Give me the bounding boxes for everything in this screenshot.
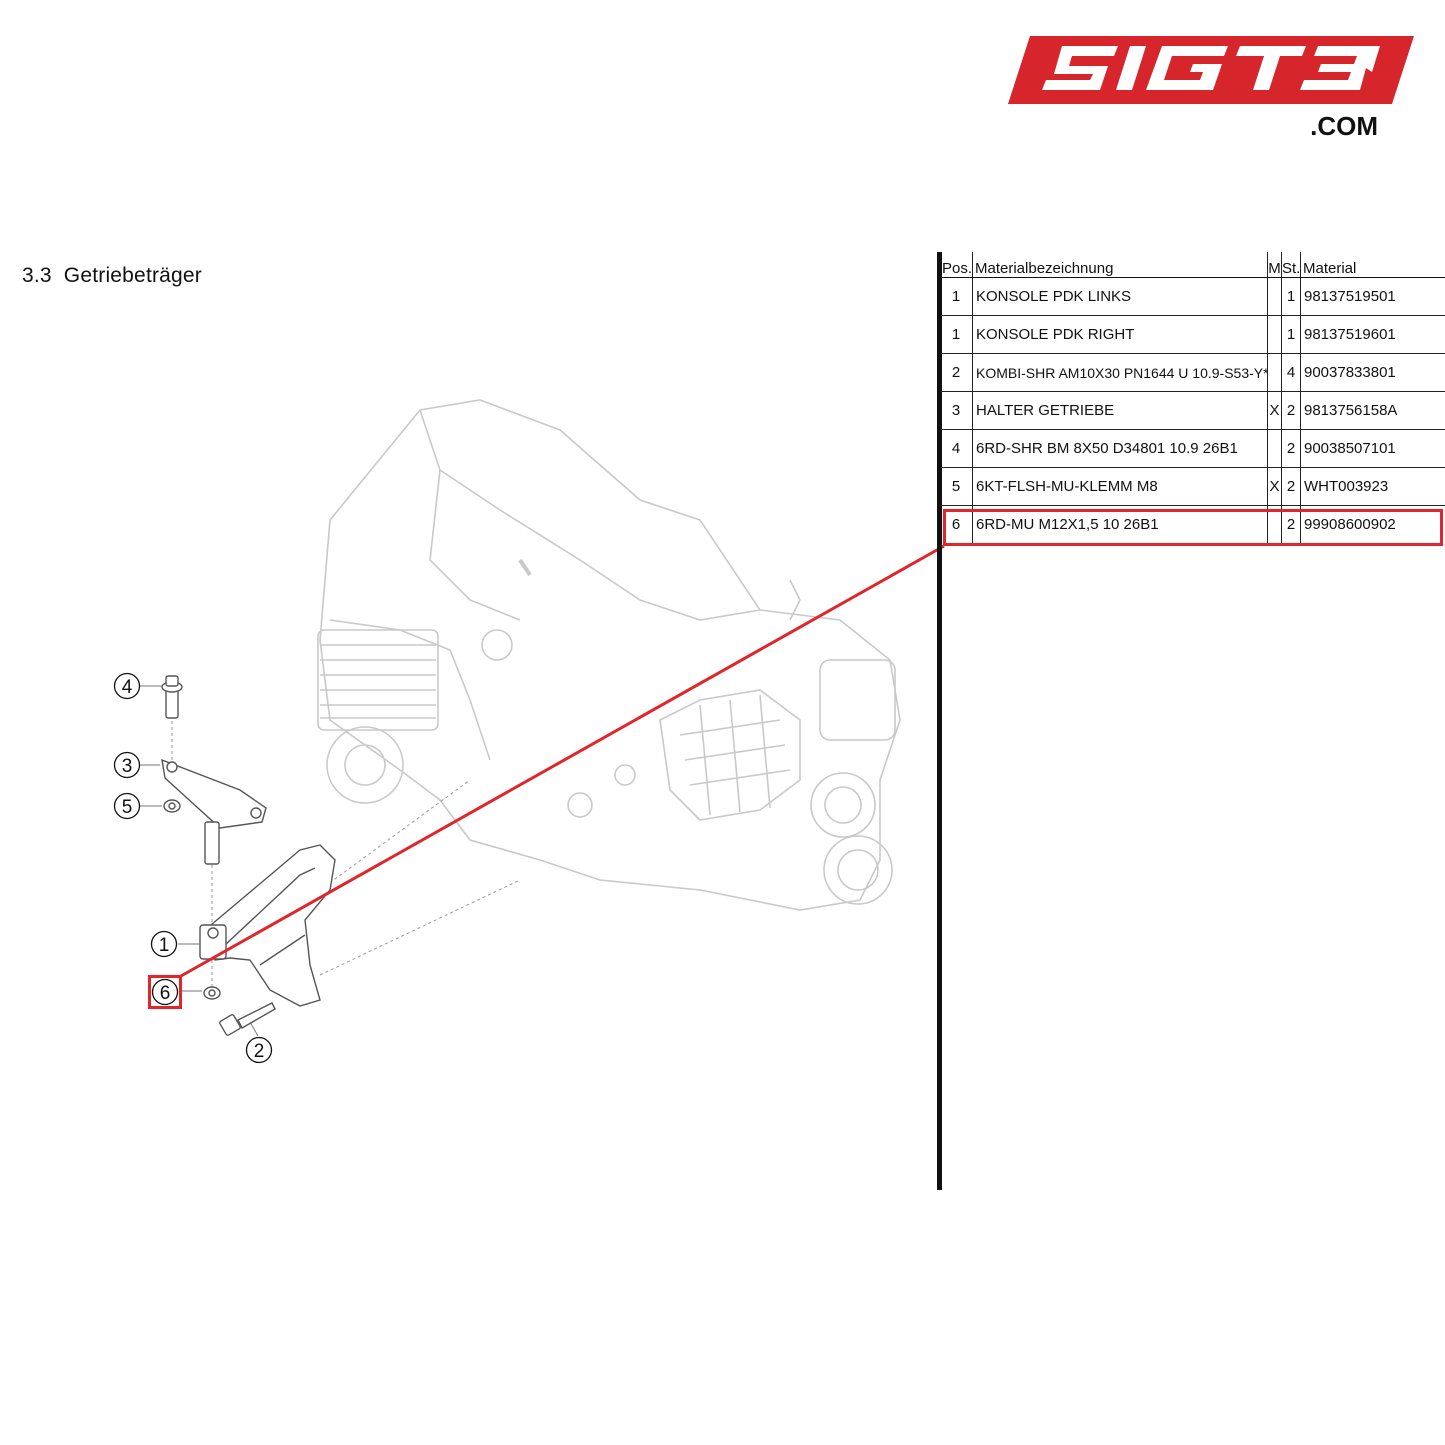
table-row: 3 HALTER GETRIEBE X 2 9813756158A (940, 391, 1445, 430)
cell-name: HALTER GETRIEBE (972, 391, 1268, 430)
cell-m (1267, 277, 1282, 316)
callout-3: 3 (113, 751, 141, 779)
cell-pos: 1 (940, 277, 973, 316)
cell-name: KONSOLE PDK LINKS (972, 277, 1268, 316)
cell-st: 2 (1281, 391, 1301, 430)
callout-4: 4 (113, 672, 141, 700)
table-left-rule (937, 252, 942, 1190)
section-number: 3.3 (22, 264, 52, 287)
callout-6-highlight (148, 975, 182, 1009)
header-st: St. (1281, 252, 1301, 278)
table-row: 5 6KT-FLSH-MU-KLEMM M8 X 2 WHT003923 (940, 467, 1445, 506)
table-row: 2 KOMBI-SHR AM10X30 PN1644 U 10.9-S53-Y*… (940, 353, 1445, 392)
svg-text:6: 6 (160, 983, 171, 1004)
cell-pos: 1 (940, 315, 973, 354)
cell-name: 6RD-SHR BM 8X50 D34801 10.9 26B1 (972, 429, 1268, 468)
svg-text:5: 5 (122, 797, 133, 818)
highlight-connector (180, 544, 945, 978)
table-header-row: Pos. Materialbezeichnung M St. Material (940, 252, 1445, 278)
cell-name: KONSOLE PDK RIGHT (972, 315, 1268, 354)
cell-material: 98137519601 (1300, 315, 1445, 354)
cell-m (1267, 429, 1282, 468)
parts-table: Pos. Materialbezeichnung M St. Material … (940, 252, 1445, 543)
callout-leaders (140, 685, 259, 1037)
cell-st: 2 (1281, 429, 1301, 468)
section-name: Getriebeträger (63, 264, 202, 287)
cell-st: 1 (1281, 277, 1301, 316)
cell-pos: 4 (940, 429, 973, 468)
callout-5: 5 (113, 792, 141, 820)
part-4-bolt (161, 675, 183, 719)
svg-text:2: 2 (254, 1041, 265, 1062)
cell-name: 6KT-FLSH-MU-KLEMM M8 (972, 467, 1268, 506)
cell-pos: 5 (940, 467, 973, 506)
part-2-bolt (219, 1002, 276, 1036)
table-row: 4 6RD-SHR BM 8X50 D34801 10.9 26B1 2 900… (940, 429, 1445, 468)
cell-material: 98137519501 (1300, 277, 1445, 316)
table-row: 1 KONSOLE PDK LINKS 1 98137519501 (940, 277, 1445, 316)
logo-domain: .COM (1310, 111, 1378, 141)
callout-6: 6 (151, 978, 179, 1006)
part-6-nut (203, 986, 221, 1000)
cell-st: 1 (1281, 315, 1301, 354)
cell-m: X (1267, 391, 1282, 430)
callout-2: 2 (245, 1036, 273, 1064)
cell-material: 90038507101 (1300, 429, 1445, 468)
part-5-nut (163, 799, 181, 813)
cell-st: 2 (1281, 467, 1301, 506)
cell-material: 90037833801 (1300, 353, 1445, 392)
sigt3-logo: .COM (1008, 36, 1414, 141)
cell-name: KOMBI-SHR AM10X30 PN1644 U 10.9-S53-Y* (972, 353, 1268, 392)
part-3-holder (161, 758, 267, 865)
header-material: Material (1300, 252, 1445, 278)
cell-st: 2 (1281, 505, 1301, 543)
cell-m (1267, 505, 1282, 543)
cell-pos: 3 (940, 391, 973, 430)
cell-m (1267, 353, 1282, 392)
cell-material: 9813756158A (1300, 391, 1445, 430)
part-1-console (199, 844, 336, 1007)
gearbox-drawing (317, 399, 901, 911)
assembly-lines (171, 715, 521, 988)
cell-pos: 2 (940, 353, 973, 392)
header-pos: Pos. (940, 252, 973, 278)
header-m: M (1267, 252, 1282, 278)
svg-text:4: 4 (122, 677, 133, 698)
cell-material: 99908600902 (1304, 516, 1396, 533)
section-title: 3.3 Getriebeträger (22, 264, 202, 288)
cell-m: X (1267, 467, 1282, 506)
callout-1: 1 (150, 930, 178, 958)
svg-text:1: 1 (159, 935, 170, 956)
row-6-highlight (943, 509, 1443, 546)
cell-m (1267, 315, 1282, 354)
table-row: 1 KONSOLE PDK RIGHT 1 98137519601 (940, 315, 1445, 354)
header-name: Materialbezeichnung (972, 252, 1268, 278)
cell-st: 4 (1281, 353, 1301, 392)
svg-text:3: 3 (122, 756, 133, 777)
cell-material: WHT003923 (1300, 467, 1445, 506)
